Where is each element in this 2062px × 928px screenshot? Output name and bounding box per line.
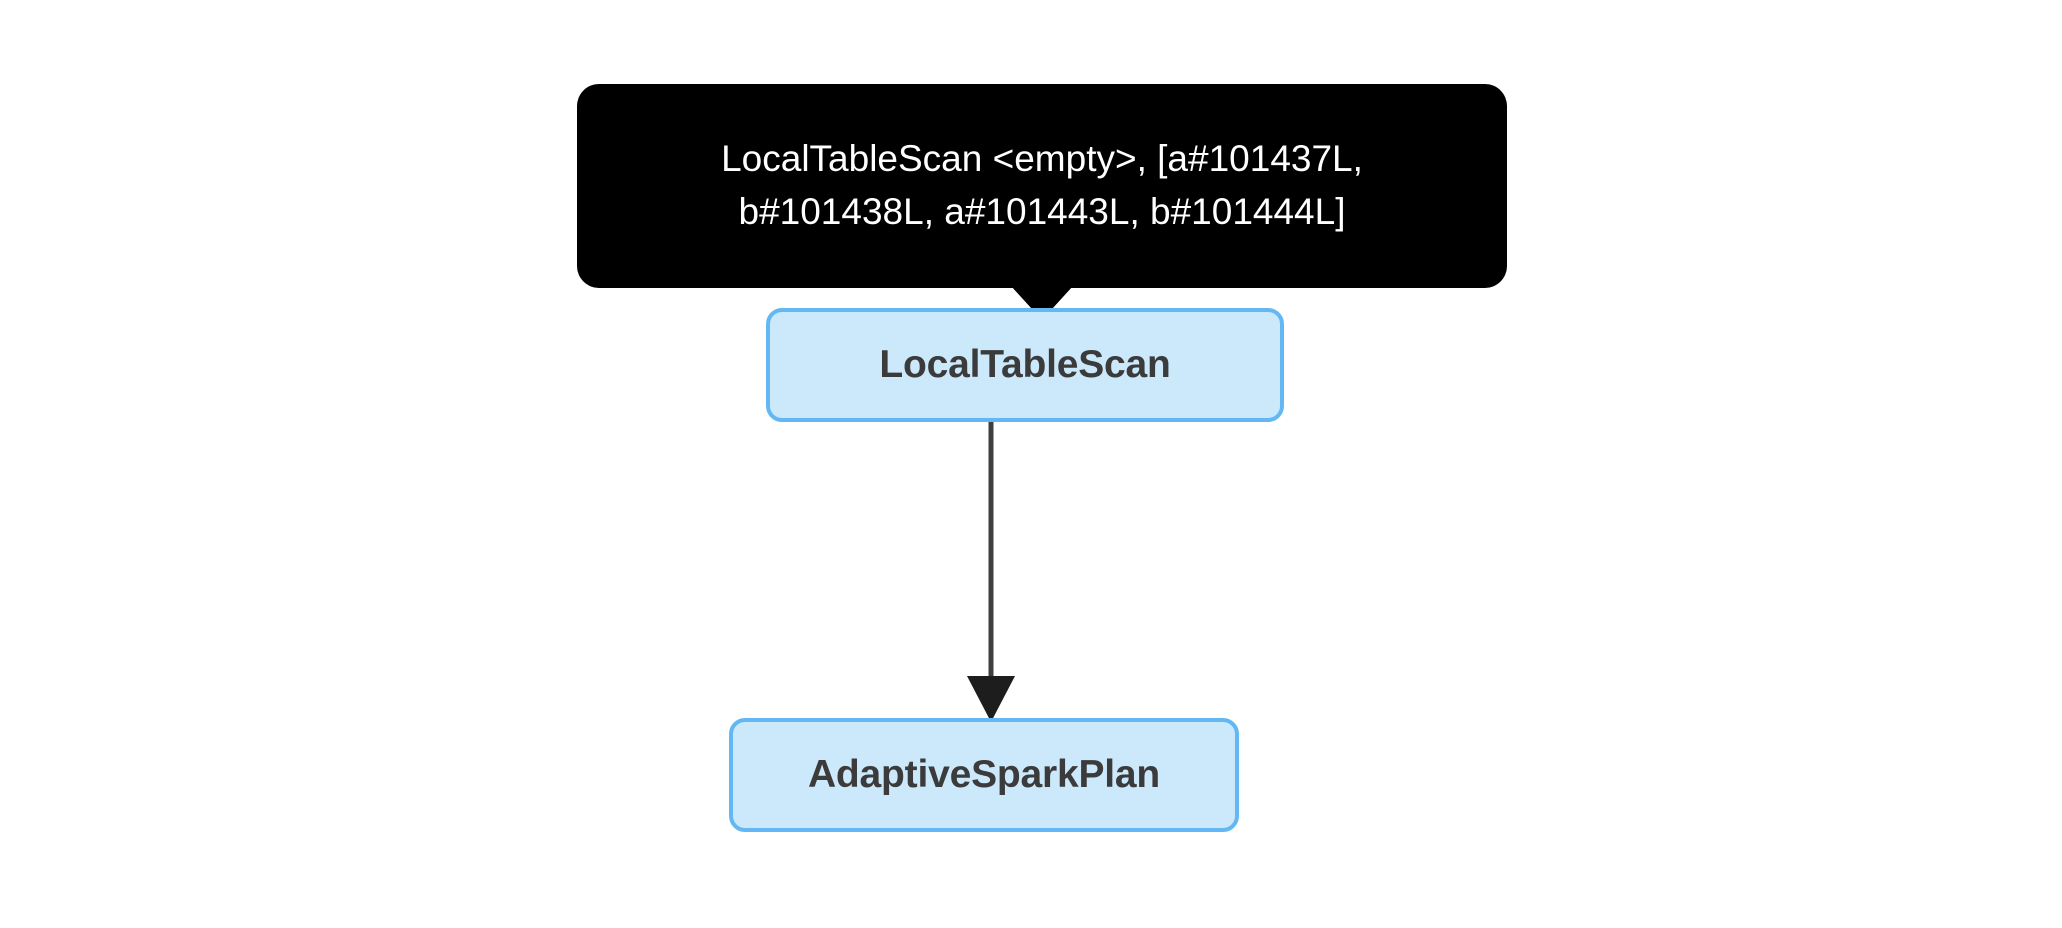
tooltip-text: LocalTableScan <empty>, [a#101437L, b#10… <box>721 138 1363 232</box>
plan-node-localtablescan[interactable]: LocalTableScan <box>766 308 1284 422</box>
edge-localtablescan-to-adaptivesparkplan <box>967 420 1015 722</box>
plan-node-label: AdaptiveSparkPlan <box>807 753 1161 796</box>
plan-node-label: LocalTableScan <box>879 343 1171 386</box>
edge-arrowhead-icon <box>967 676 1015 722</box>
plan-node-adaptivesparkplan[interactable]: AdaptiveSparkPlan <box>729 718 1239 832</box>
node-tooltip: LocalTableScan <empty>, [a#101437L, b#10… <box>577 84 1507 320</box>
